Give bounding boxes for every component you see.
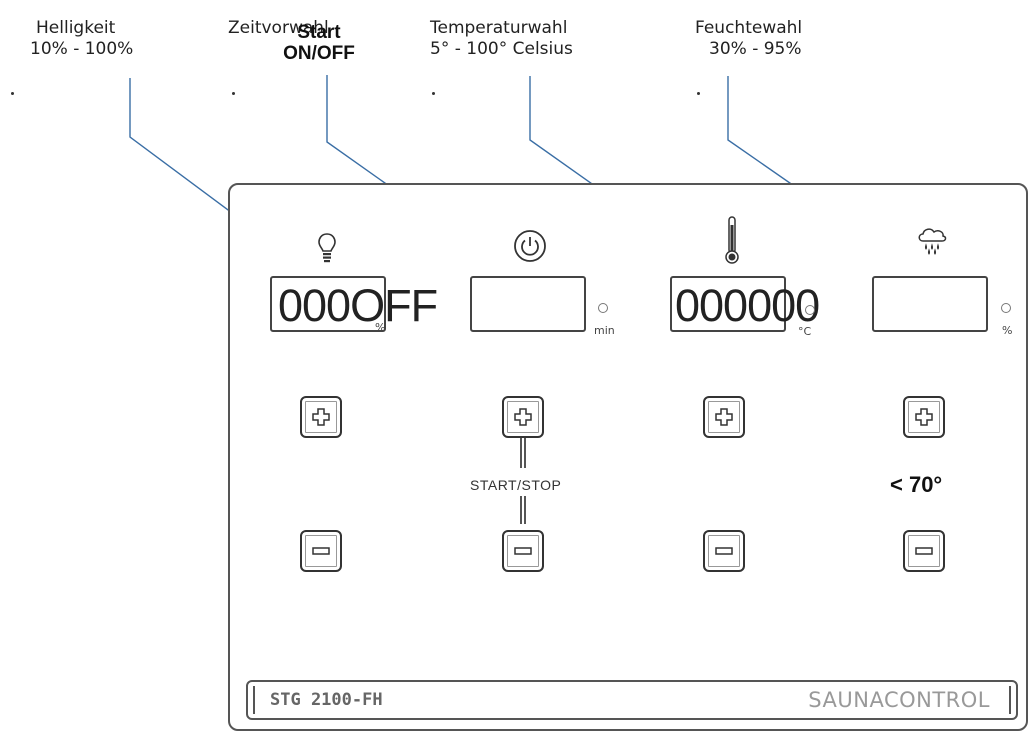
temp-display-value: 000000 — [675, 280, 820, 331]
humidity-unit: % — [1002, 324, 1013, 337]
light-unit: % — [375, 321, 386, 334]
light-plus-button[interactable] — [300, 396, 342, 438]
brand-bar: STG 2100-FH SAUNACONTROL — [246, 680, 1018, 720]
callout-range: 10% - 100% — [30, 39, 134, 59]
plus-icon — [915, 408, 933, 426]
minus-icon — [514, 547, 532, 555]
humidity-led — [1001, 303, 1011, 313]
plus-icon — [514, 408, 532, 426]
start-stop-connector — [520, 496, 526, 524]
rain-cloud-icon — [918, 228, 947, 255]
temp-unit: °C — [798, 325, 812, 338]
callout-title: Temperaturwahl — [430, 18, 568, 38]
time-unit: min — [594, 324, 615, 337]
humidity-minus-button[interactable] — [903, 530, 945, 572]
control-panel: 000OFF % min 000000 °C % START/STOP < 70… — [228, 183, 1028, 731]
temp-minus-button[interactable] — [703, 530, 745, 572]
time-display — [470, 276, 586, 332]
power-icon[interactable] — [513, 229, 547, 263]
temp-plus-button[interactable] — [703, 396, 745, 438]
model-label: STG 2100-FH — [270, 690, 383, 710]
callout-feuchte: Feuchtewahl 30% - 95% — [695, 18, 802, 60]
lightbulb-icon — [318, 233, 336, 263]
marker-dot — [697, 92, 700, 95]
light-display-value: 000OFF — [278, 280, 438, 331]
temp-display — [670, 276, 786, 332]
marker-dot — [11, 92, 14, 95]
callout-title: Helligkeit — [36, 18, 116, 38]
time-led — [598, 303, 608, 313]
callout-title: Start — [297, 22, 341, 43]
callout-zeitvorwahl: Zeitvorwahl — [228, 18, 329, 39]
start-stop-label: START/STOP — [470, 477, 562, 493]
callout-title: Zeitvorwahl — [228, 18, 329, 38]
callout-range: ON/OFF — [283, 43, 355, 64]
humidity-plus-button[interactable] — [903, 396, 945, 438]
minus-icon — [715, 547, 733, 555]
light-display — [270, 276, 386, 332]
marker-dot — [232, 92, 235, 95]
time-minus-button[interactable] — [502, 530, 544, 572]
plus-icon — [312, 408, 330, 426]
humidity-limit-label: < 70° — [890, 472, 943, 497]
brand-label: SAUNACONTROL — [808, 688, 990, 712]
temp-led — [805, 305, 815, 315]
callout-title: Feuchtewahl — [695, 18, 803, 38]
callout-range: 30% - 95% — [709, 39, 802, 59]
marker-dot — [432, 92, 435, 95]
callout-start-onoff: Start ON/OFF — [264, 22, 374, 64]
humidity-display — [872, 276, 988, 332]
minus-icon — [312, 547, 330, 555]
thermometer-icon — [725, 216, 739, 264]
light-minus-button[interactable] — [300, 530, 342, 572]
callout-helligkeit: Helligkeit 10% - 100% — [30, 18, 133, 60]
minus-icon — [915, 547, 933, 555]
callout-temperatur: Temperaturwahl 5° - 100° Celsius — [430, 18, 573, 60]
start-stop-connector — [520, 438, 526, 468]
plus-icon — [715, 408, 733, 426]
callout-range: 5° - 100° Celsius — [430, 39, 573, 59]
time-plus-button[interactable] — [502, 396, 544, 438]
